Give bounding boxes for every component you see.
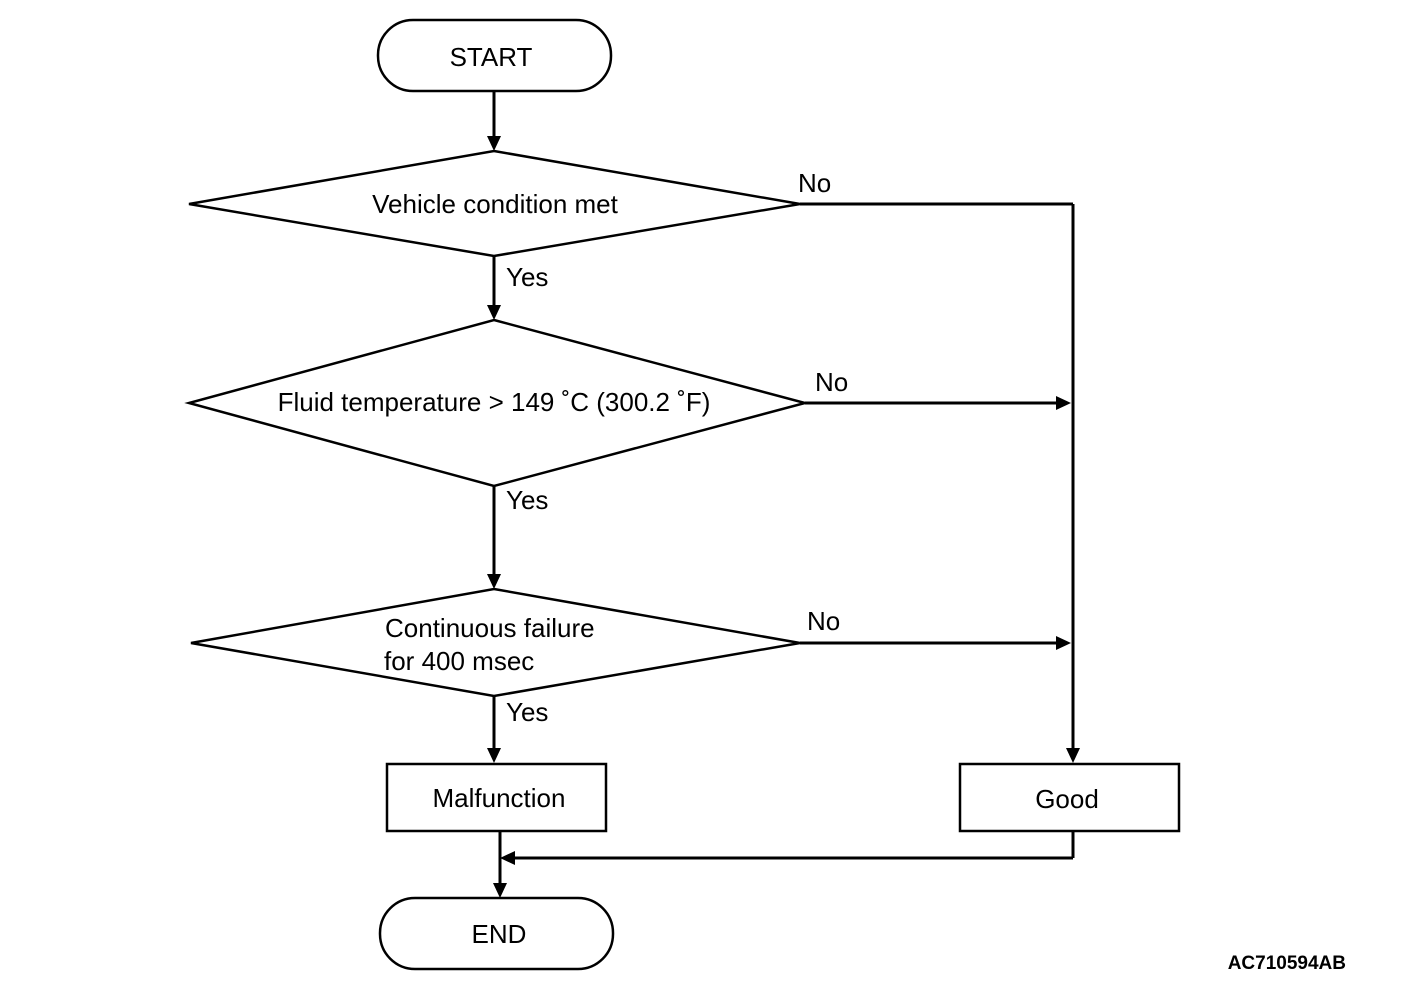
figure-code: AC710594AB [1228, 953, 1346, 974]
arrowhead-continuous-no [1056, 636, 1071, 650]
end-terminal [378, 896, 615, 971]
edge-label-fluid-no: No [815, 367, 848, 397]
decision-continuous-failure-label-line2: for 400 msec [384, 646, 534, 676]
good-box [958, 762, 1181, 833]
edge-label-continuous-no: No [807, 606, 840, 636]
arrowhead-fluid-no [1056, 396, 1071, 410]
arrowhead-continuous-yes [487, 748, 501, 763]
start-label: START [450, 42, 533, 72]
arrowhead-vehicle-yes [487, 305, 501, 320]
good-label: Good [1035, 784, 1099, 814]
arrowhead-good-merge [500, 851, 515, 865]
arrowhead-to-good [1066, 748, 1080, 763]
edge-label-continuous-yes: Yes [506, 697, 548, 727]
arrowhead-fluid-yes [487, 574, 501, 589]
malfunction-label: Malfunction [433, 783, 566, 813]
arrowhead-start-to-vehicle [487, 136, 501, 151]
malfunction-box [385, 762, 608, 833]
decision-fluid-temperature-label: Fluid temperature > 149 ˚C (300.2 ˚F) [278, 387, 711, 417]
edge-label-vehicle-yes: Yes [506, 262, 548, 292]
edge-label-fluid-yes: Yes [506, 485, 548, 515]
arrowhead-to-end [493, 883, 507, 898]
end-label: END [472, 919, 527, 949]
decision-continuous-failure-label-line1: Continuous failure [385, 613, 595, 643]
edge-label-vehicle-no: No [798, 168, 831, 198]
decision-vehicle-condition-label: Vehicle condition met [372, 189, 618, 219]
